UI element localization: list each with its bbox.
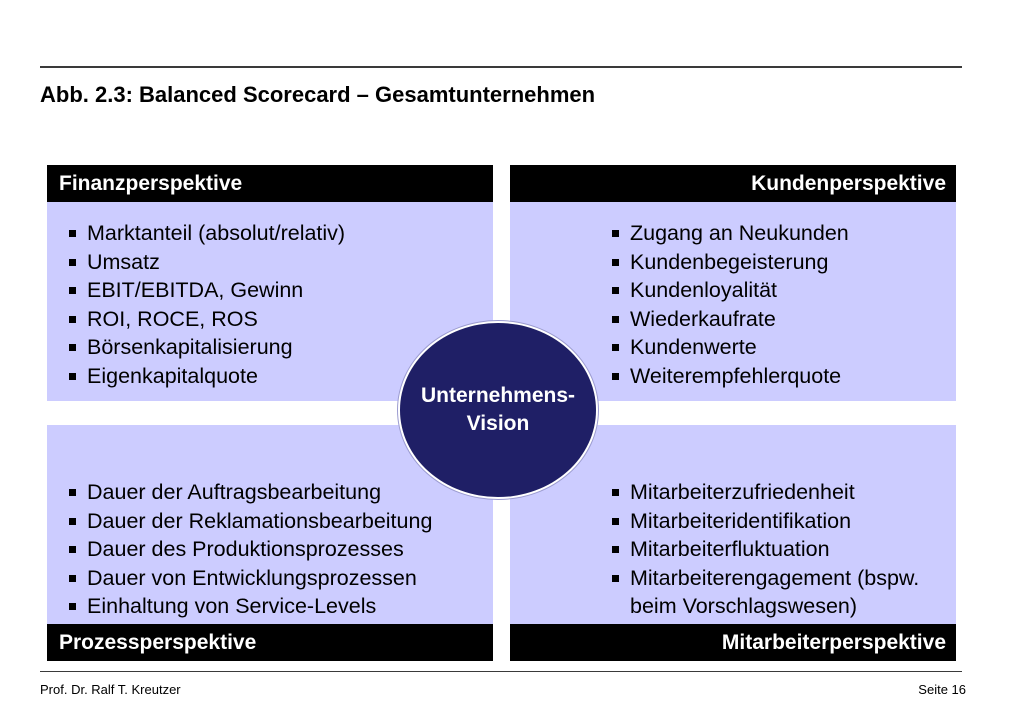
bullet-square-icon [612,489,619,496]
list-item: Dauer von Entwicklungsprozessen [67,564,432,593]
list-item-text: Dauer von Entwicklungsprozessen [87,565,417,590]
list-item: Marktanteil (absolut/relativ) [67,219,345,248]
bullet-square-icon [69,344,76,351]
bullet-square-icon [612,574,619,582]
list-item: Kundenloyalität [610,276,849,305]
bullet-square-icon [612,230,619,237]
list-item-text: EBIT/EBITDA, Gewinn [87,278,304,302]
list-item-text: Kundenwerte [630,335,757,359]
list-item-text: Wiederkaufrate [630,306,776,331]
list-kundenperspektive: Zugang an Neukunden Kundenbegeisterung K… [610,219,849,390]
header-kundenperspektive: Kundenperspektive [510,165,956,202]
list-item: Kundenbegeisterung [610,248,849,277]
list-item: Dauer des Produktionsprozesses [67,535,432,564]
list-item-text: Einhaltung von Service-Levels [87,594,377,618]
list-item: Börsenkapitalisierung [67,333,345,362]
bullet-square-icon [612,344,619,351]
bullet-square-icon [69,315,76,323]
list-item-text: Marktanteil (absolut/relativ) [87,221,346,245]
list-item: Zugang an Neukunden [610,219,849,248]
list-item: Weiterempfehlerquote [610,362,849,391]
bullet-square-icon [69,603,76,610]
list-item: Wiederkaufrate [610,305,849,334]
bullet-square-icon [69,574,76,582]
list-item: Mitarbeiterzufriedenheit [610,478,919,507]
list-finanzperspektive: Marktanteil (absolut/relativ) Umsatz EBI… [67,219,345,390]
list-item: Dauer der Reklamationsbearbeitung [67,507,432,536]
list-item: EBIT/EBITDA, Gewinn [67,276,345,305]
bullet-square-icon [69,230,76,237]
header-finanzperspektive: Finanzperspektive [47,165,493,202]
page-title: Abb. 2.3: Balanced Scorecard – Gesamtunt… [40,82,596,107]
list-item-text: beim Vorschlagswesen) [630,594,858,618]
list-item-text: Mitarbeiteridentifikation [630,508,852,533]
top-divider [40,66,962,68]
bullet-square-icon [612,315,619,323]
footer-page-number: Seite 16 [918,682,966,697]
list-item-text: Mitarbeiterzufriedenheit [630,480,855,504]
list-item-text: Umsatz [87,249,160,274]
quadrant-mitarbeiterperspektive [510,425,956,661]
list-item: Eigenkapitalquote [67,362,345,391]
bullet-square-icon [612,287,619,294]
bullet-square-icon [69,258,76,266]
list-item: Mitarbeiteridentifikation [610,507,919,536]
header-prozessperspektive: Prozessperspektive [47,624,493,661]
list-mitarbeiterperspektive: Mitarbeiterzufriedenheit Mitarbeiteriden… [610,478,919,621]
vision-circle: Unternehmens- Vision [400,323,596,497]
list-item-text: Weiterempfehlerquote [630,363,842,388]
bullet-square-icon [612,258,619,266]
bullet-square-icon [612,517,619,525]
vision-label: Unternehmens- Vision [403,382,593,438]
list-item-text: Kundenbegeisterung [630,249,829,274]
list-item: Umsatz [67,248,345,277]
header-mitarbeiterperspektive: Mitarbeiterperspektive [510,624,956,661]
footer-author: Prof. Dr. Ralf T. Kreutzer [40,682,181,697]
bullet-square-icon [69,372,76,380]
bullet-square-icon [69,489,76,496]
bullet-square-icon [69,287,76,294]
list-item-continuation: beim Vorschlagswesen) [610,592,919,621]
vision-label-line2: Vision [466,412,530,435]
bullet-square-icon [69,517,76,525]
quadrant-prozessperspektive [47,425,493,661]
list-item-text: Mitarbeiterfluktuation [630,537,830,561]
list-item-text: Kundenloyalität [630,278,778,302]
list-item: Mitarbeiterengagement (bspw. [610,564,919,593]
list-item: Kundenwerte [610,333,849,362]
list-item-text: Dauer des Produktionsprozesses [87,537,404,561]
list-item: Einhaltung von Service-Levels [67,592,432,621]
bullet-square-icon [612,372,619,380]
list-item: ROI, ROCE, ROS [67,305,345,334]
list-item-text: Dauer der Reklamationsbearbeitung [87,508,433,533]
quadrant-kundenperspektive [510,165,956,401]
list-item-text: Mitarbeiterengagement (bspw. [630,565,920,590]
vision-label-line1: Unternehmens- [420,384,576,407]
list-item: Mitarbeiterfluktuation [610,535,919,564]
list-item-text: Eigenkapitalquote [87,363,258,388]
list-prozessperspektive: Dauer der Auftragsbearbeitung Dauer der … [67,478,432,621]
bullet-square-icon [612,546,619,553]
list-item-text: ROI, ROCE, ROS [87,306,258,331]
list-item-text: Zugang an Neukunden [630,221,849,245]
list-item-text: Dauer der Auftragsbearbeitung [87,480,382,504]
list-item-text: Börsenkapitalisierung [87,335,293,359]
bullet-square-icon [69,546,76,553]
list-item: Dauer der Auftragsbearbeitung [67,478,432,507]
bottom-divider [40,671,962,672]
